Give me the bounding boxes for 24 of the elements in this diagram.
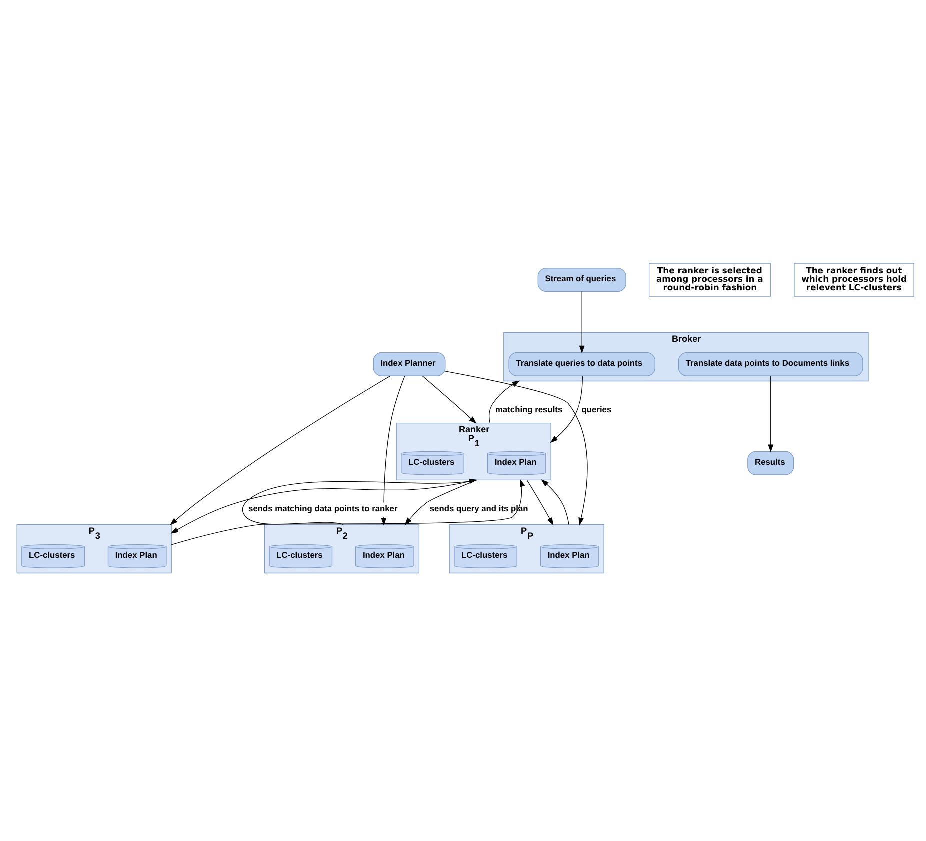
arrow <box>404 479 478 526</box>
arrow <box>170 375 391 525</box>
arrow <box>422 375 477 424</box>
arrow <box>381 375 406 526</box>
edge-label: matching results <box>495 404 563 414</box>
edge-label: sends matching data points to ranker <box>248 502 398 513</box>
arrow <box>550 375 583 443</box>
edge-label: queries <box>582 404 612 414</box>
arrow <box>526 479 554 526</box>
arrow <box>445 370 588 526</box>
node-box: Translate queries to data points <box>508 352 656 376</box>
node-box: The ranker finds out which processors hold relevent LC-clusters <box>794 262 914 296</box>
node-box: Stream of queries <box>538 268 626 292</box>
node-box: Results <box>748 450 794 475</box>
arrow <box>242 478 478 525</box>
node-box: Index Planner <box>373 352 446 376</box>
arrow <box>488 380 520 424</box>
arrow <box>170 479 476 534</box>
arrow <box>768 375 774 452</box>
arrow <box>579 290 585 354</box>
arrow <box>541 479 570 525</box>
node-box: The ranker is selected among processors in a round-robin fashion <box>649 262 772 296</box>
arrow <box>171 478 526 545</box>
node-box: Translate data points to Documents links <box>678 352 864 376</box>
